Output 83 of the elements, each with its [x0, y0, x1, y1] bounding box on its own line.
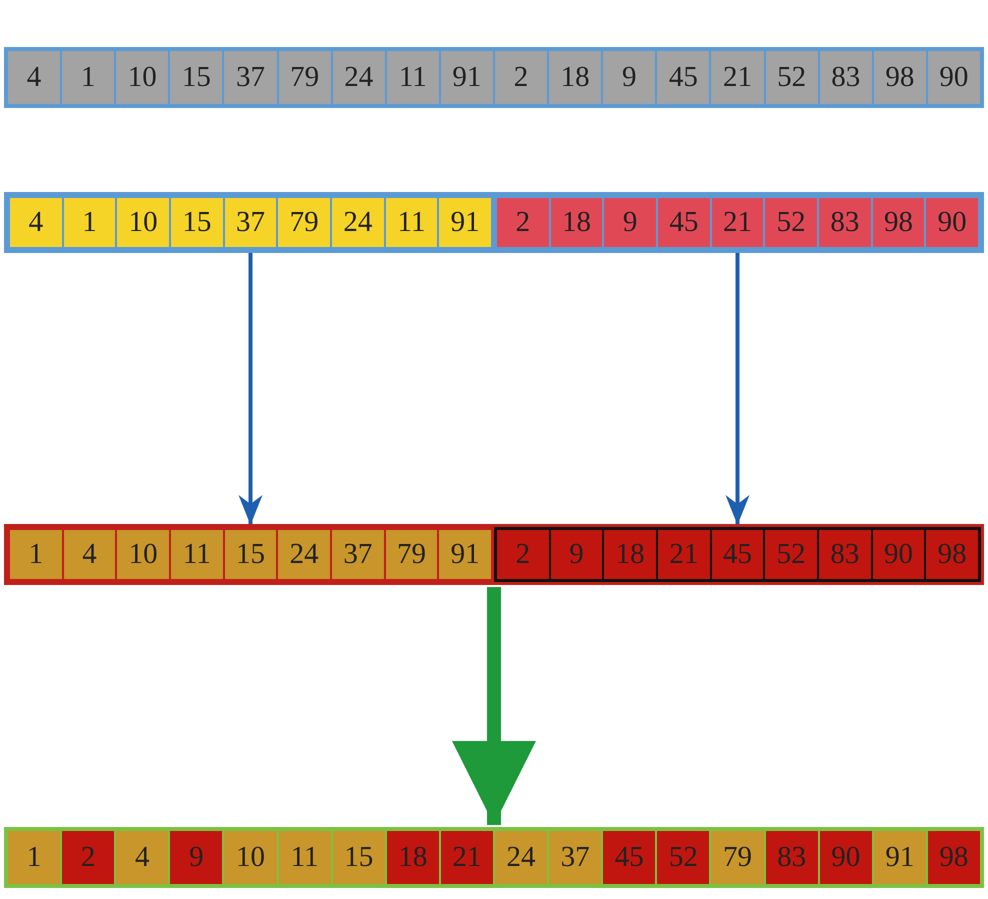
arrow	[726, 252, 750, 525]
array-bar	[4, 827, 984, 888]
array-cell: 37	[223, 50, 278, 105]
array-cell: 91	[438, 197, 492, 248]
array-cell: 18	[386, 830, 440, 885]
array-cell: 15	[170, 197, 224, 248]
array-cell: 11	[384, 197, 438, 248]
array-cell: 10	[116, 529, 170, 580]
array-cell: 79	[278, 50, 332, 105]
array-cell: 37	[548, 830, 602, 885]
arrow	[238, 252, 262, 525]
array-cell: 98	[925, 529, 979, 580]
array-cell: 9	[603, 197, 657, 248]
array-cell: 52	[764, 529, 818, 580]
array-cell: 98	[926, 830, 981, 885]
array-cell: 37	[224, 197, 278, 248]
array-cell: 79	[384, 529, 438, 580]
array-cell: 1	[7, 830, 62, 885]
array-cell: 11	[278, 830, 332, 885]
array-cell: 79	[710, 830, 765, 885]
array-cell: 1	[61, 50, 116, 105]
array-cell: 21	[440, 830, 494, 885]
array-cell: 10	[116, 197, 170, 248]
array-bar	[4, 524, 984, 585]
array-cell: 91	[872, 830, 927, 885]
array-cell: 18	[550, 197, 604, 248]
array-cell: 90	[818, 830, 873, 885]
array-cell: 79	[277, 197, 331, 248]
array-cell: 18	[603, 529, 657, 580]
array-cell: 2	[496, 529, 550, 580]
array-cell: 52	[764, 197, 818, 248]
array-cell: 2	[61, 830, 116, 885]
array-cell: 83	[764, 830, 819, 885]
half-array-bar	[494, 195, 981, 250]
half-array-bar	[7, 195, 494, 250]
array-cell: 83	[818, 197, 872, 248]
array-cell: 21	[710, 50, 765, 105]
arrow	[452, 587, 536, 825]
array-cell: 4	[115, 830, 170, 885]
array-cell: 91	[440, 50, 494, 105]
half-array-bar	[494, 527, 981, 582]
array-cell: 11	[170, 529, 224, 580]
array-cell: 45	[710, 529, 764, 580]
array-cell: 83	[818, 529, 872, 580]
array-cell: 18	[548, 50, 602, 105]
array-cell: 83	[818, 50, 873, 105]
array-cell: 37	[331, 529, 385, 580]
array-cell: 24	[277, 529, 331, 580]
array-cell: 24	[494, 830, 548, 885]
array-cell: 9	[169, 830, 224, 885]
array-cell: 98	[872, 50, 927, 105]
array-cell: 4	[7, 50, 62, 105]
array-cell: 21	[657, 529, 711, 580]
array-cell: 15	[224, 529, 278, 580]
half-array-bar	[7, 527, 494, 582]
array-cell: 10	[115, 50, 170, 105]
array-cell: 24	[332, 50, 386, 105]
array-cell: 24	[331, 197, 385, 248]
array-cell: 90	[925, 197, 979, 248]
array-cell: 15	[169, 50, 224, 105]
array-cell: 90	[926, 50, 981, 105]
array-cell: 45	[656, 50, 710, 105]
array-cell: 1	[62, 197, 116, 248]
array-cell: 90	[872, 529, 926, 580]
array-bar	[4, 192, 984, 253]
array-cell: 4	[9, 197, 63, 248]
array-cell: 91	[438, 529, 492, 580]
array-cell: 10	[223, 830, 278, 885]
array-cell: 1	[9, 529, 63, 580]
array-cell: 98	[872, 197, 926, 248]
array-cell: 21	[710, 197, 764, 248]
array-cell: 11	[386, 50, 440, 105]
array-cell: 15	[332, 830, 386, 885]
array-cell: 45	[602, 830, 656, 885]
array-cell: 2	[494, 50, 548, 105]
array-cell: 52	[656, 830, 710, 885]
array-cell: 9	[550, 529, 604, 580]
array-cell: 52	[764, 50, 819, 105]
array-cell: 4	[62, 529, 116, 580]
array-cell: 9	[602, 50, 656, 105]
array-cell: 45	[657, 197, 711, 248]
array-bar	[4, 47, 984, 108]
array-cell: 2	[496, 197, 550, 248]
